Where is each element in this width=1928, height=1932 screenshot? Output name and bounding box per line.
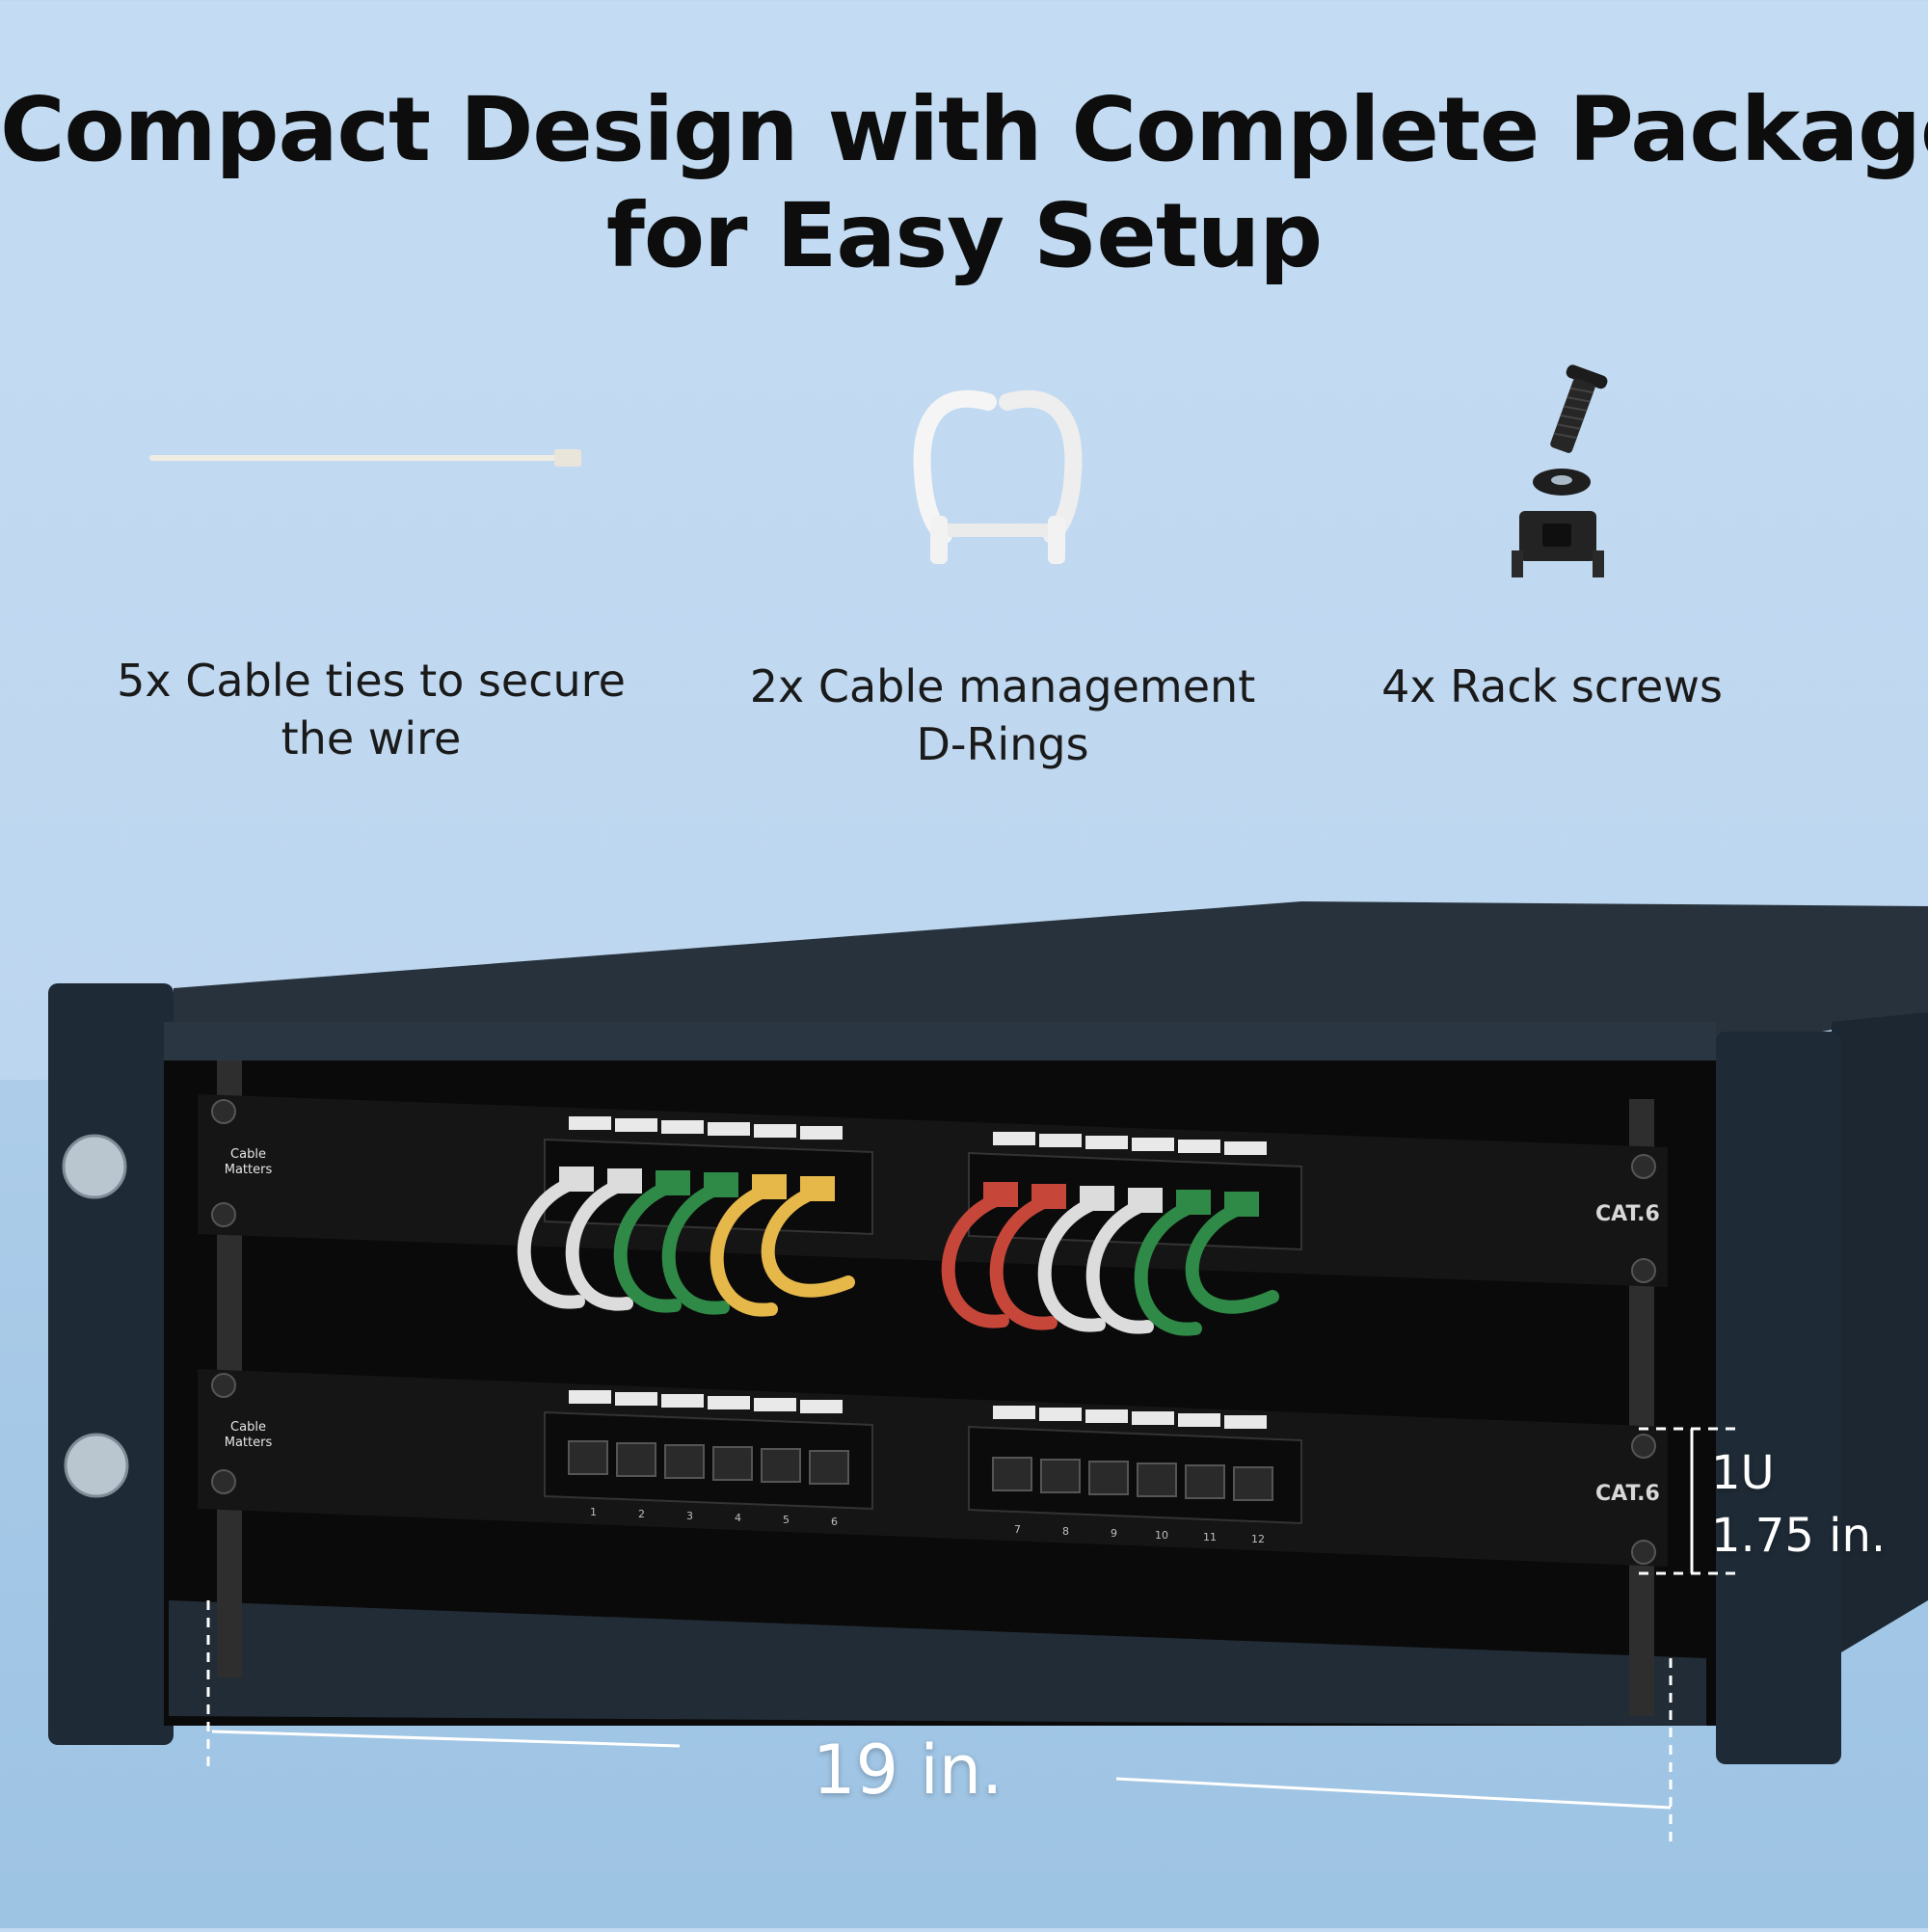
port-number: 6 [831, 1516, 838, 1528]
headline-line-2: for Easy Setup [605, 184, 1323, 287]
rack-drawing [0, 901, 1928, 1928]
cable-tie-icon [149, 449, 581, 467]
port-number: 9 [1111, 1527, 1117, 1540]
port-number: 7 [1014, 1523, 1021, 1536]
accessory-rack-screws [1494, 362, 1629, 593]
panel-label-top: CAT.6 [1595, 1202, 1660, 1226]
rack-enclosure: Cable Matters Cable Matters CAT.6 CAT.6 … [0, 887, 1928, 1928]
accessory-cable-ties [145, 439, 588, 477]
accessory-caption-d-rings: 2x Cable management D-Rings [749, 660, 1256, 770]
page-title: Compact Design with Complete Package for… [0, 77, 1928, 289]
accessory-caption-rack-screws: 4x Rack screws [1381, 660, 1723, 712]
port-number: 11 [1203, 1531, 1217, 1543]
height-value-label: 1.75 in. [1711, 1509, 1887, 1563]
port-number: 12 [1251, 1533, 1265, 1545]
port-number: 5 [783, 1514, 790, 1526]
accessory-d-rings [901, 381, 1094, 574]
accessory-caption-cable-ties: 5x Cable ties to secure the wire [117, 655, 626, 765]
brand-logo-top: Cable Matters [224, 1147, 273, 1177]
brand-logo-bottom: Cable Matters [224, 1420, 273, 1450]
width-value-label: 19 in. [813, 1731, 1004, 1810]
height-unit-label: 1U [1711, 1446, 1775, 1500]
port-number: 8 [1062, 1525, 1069, 1538]
port-number: 10 [1155, 1529, 1168, 1542]
headline-line-1: Compact Design with Complete Package [0, 78, 1928, 181]
port-number: 1 [590, 1506, 597, 1518]
panel-label-bottom: CAT.6 [1595, 1482, 1660, 1506]
rack-screw-icon [1512, 364, 1608, 577]
port-number: 4 [735, 1512, 741, 1524]
port-number: 3 [686, 1510, 693, 1522]
port-number: 2 [638, 1508, 645, 1520]
d-ring-icon [913, 389, 1083, 564]
